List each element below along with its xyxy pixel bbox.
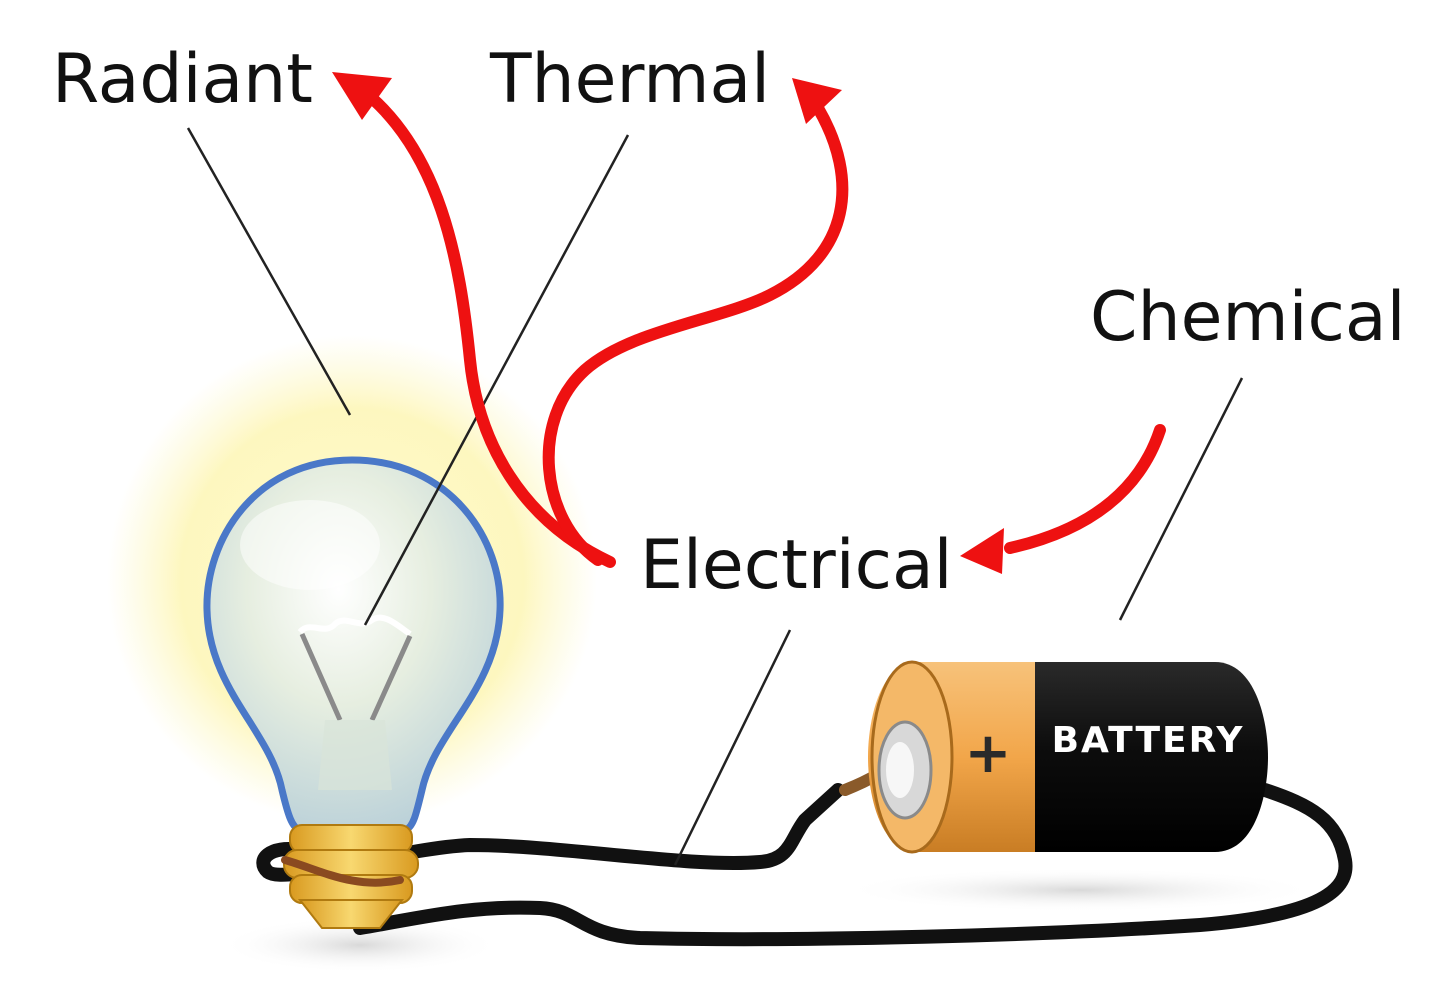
- arrowhead-electrical: [960, 528, 1004, 574]
- battery-plus-symbol: +: [965, 721, 1012, 786]
- wire-bottom: [353, 783, 1353, 947]
- bulb-filament: [297, 614, 412, 637]
- label-radiant: Radiant: [52, 40, 313, 119]
- battery-label: BATTERY: [1052, 720, 1245, 761]
- battery-terminal-inner: [886, 742, 914, 798]
- label-chemical: Chemical: [1090, 278, 1406, 357]
- battery-icon: + BATTERY: [868, 660, 1268, 854]
- energy-arrows: [354, 82, 1166, 568]
- pointer-electrical: [673, 629, 792, 866]
- arrow-chemical-to-electrical: [1004, 424, 1166, 554]
- pointer-thermal: [363, 134, 630, 626]
- label-thermal: Thermal: [489, 40, 770, 119]
- light-bulb-icon: [203, 456, 504, 929]
- pointer-lines: [186, 127, 1244, 866]
- label-electrical: Electrical: [640, 526, 953, 605]
- battery-shadow: [840, 868, 1320, 912]
- bulb-shadow: [220, 917, 500, 973]
- battery-body: [1010, 662, 1268, 852]
- arrow-electrical-to-radiant: [354, 82, 616, 568]
- bulb-stem: [318, 720, 392, 790]
- bulb-filament-wires: [299, 632, 413, 722]
- bulb-highlight: [240, 500, 380, 590]
- bulb-base: [281, 824, 419, 929]
- arrow-electrical-to-thermal: [542, 102, 849, 566]
- pointer-chemical: [1118, 377, 1244, 621]
- wire-top: [256, 783, 845, 882]
- arrowhead-radiant: [332, 72, 392, 120]
- pointer-radiant: [186, 127, 352, 416]
- arrowhead-thermal: [792, 78, 842, 124]
- arrow-heads: [332, 72, 1004, 574]
